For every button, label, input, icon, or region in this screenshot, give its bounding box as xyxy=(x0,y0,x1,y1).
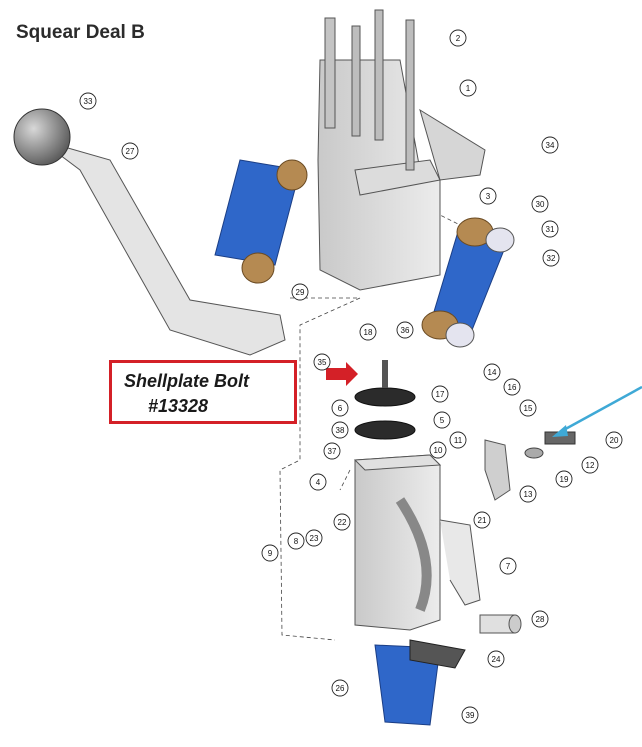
part-number-label: 10 xyxy=(434,446,443,455)
part-callout-circle xyxy=(449,431,467,449)
part-callout-circle xyxy=(261,544,279,562)
part-number-label: 21 xyxy=(478,516,487,525)
press-frame xyxy=(317,9,486,291)
part-number-label: 39 xyxy=(466,711,475,720)
part-number-label: 34 xyxy=(546,141,555,150)
part-callout-circle xyxy=(483,363,501,381)
part-number-label: 8 xyxy=(294,537,299,546)
bracket-7 xyxy=(439,519,481,606)
part-callout-circle xyxy=(519,399,537,417)
part-number-label: 15 xyxy=(524,404,533,413)
part-number-label: 17 xyxy=(436,390,445,399)
part-number-label: 19 xyxy=(560,475,569,484)
part-callout-circle xyxy=(431,385,449,403)
main-housing xyxy=(353,454,442,631)
assembly-guide-lines xyxy=(279,199,471,641)
part-callout-circle xyxy=(331,679,349,697)
part-number-label: 16 xyxy=(508,383,517,392)
part-callout-circle xyxy=(531,195,549,213)
part-callout-circle xyxy=(555,470,573,488)
ball-knob xyxy=(13,108,71,166)
red-callout-arrow xyxy=(326,362,358,386)
part-callout-circle xyxy=(503,378,521,396)
part-number-label: 35 xyxy=(318,358,327,367)
part-callout-circle xyxy=(531,610,549,628)
part-number-label: 18 xyxy=(364,328,373,337)
part-number-label: 22 xyxy=(338,518,347,527)
cylinder-28 xyxy=(479,614,522,634)
part-callout-circle xyxy=(541,136,559,154)
part-callout-circle xyxy=(581,456,599,474)
part-callout-circle xyxy=(121,142,139,160)
part-number-label: 32 xyxy=(547,254,556,263)
part-number-label: 1 xyxy=(466,84,471,93)
part-callout-circle xyxy=(605,431,623,449)
part-callout-circle xyxy=(331,399,349,417)
part-callout-circle xyxy=(79,92,97,110)
callout-title: Shellplate Bolt xyxy=(124,371,250,391)
part-number-label: 37 xyxy=(328,447,337,456)
part-number-label: 5 xyxy=(440,416,445,425)
part-number-label: 3 xyxy=(486,192,491,201)
part-callout-circle xyxy=(309,473,327,491)
part-number-label: 28 xyxy=(536,615,545,624)
part-number-label: 11 xyxy=(454,436,463,445)
part-callout-circle xyxy=(449,29,467,47)
part-callout-circle xyxy=(305,529,323,547)
part-number-label: 24 xyxy=(492,655,501,664)
part-number-label: 33 xyxy=(84,97,93,106)
shellplate-bolt-callout: Shellplate Bolt #13328 xyxy=(109,360,297,424)
part-callout-circle xyxy=(542,249,560,267)
part-number-label: 20 xyxy=(610,436,619,445)
left-link-blue xyxy=(214,159,308,284)
part-number-label: 38 xyxy=(336,426,345,435)
part-callout-circle xyxy=(313,353,331,371)
part-number-label: 6 xyxy=(338,404,343,413)
part-callout-circle xyxy=(459,79,477,97)
handle-lever xyxy=(13,108,286,356)
shellplate-bolt xyxy=(382,360,388,388)
part-callout-circle xyxy=(429,441,447,459)
part-number-label: 7 xyxy=(506,562,511,571)
part-callout-circle xyxy=(323,442,341,460)
part-number-label: 36 xyxy=(401,326,410,335)
part-number-label: 27 xyxy=(126,147,135,156)
part-callout-circle xyxy=(479,187,497,205)
part-callout-circle xyxy=(473,511,491,529)
shellplate-stack xyxy=(354,360,416,440)
part-callout-circle xyxy=(541,220,559,238)
diagram-title: Squear Deal B xyxy=(16,22,145,43)
part-number-label: 4 xyxy=(316,478,321,487)
part-callout-circle xyxy=(287,532,305,550)
part-callout-circle xyxy=(396,321,414,339)
part-callout-circle xyxy=(331,421,349,439)
callout-part-number: #13328 xyxy=(148,396,209,416)
blue-base-26 xyxy=(374,639,466,726)
part-number-label: 2 xyxy=(456,34,461,43)
part-callout-circle xyxy=(519,485,537,503)
part-callout-circle xyxy=(461,706,479,724)
part-number-label: 23 xyxy=(310,534,319,543)
part-callout-circle xyxy=(499,557,517,575)
part-callout-circle xyxy=(291,283,309,301)
cyan-pointer-arrow xyxy=(559,385,642,434)
part-number-label: 9 xyxy=(268,549,273,558)
right-side-parts xyxy=(484,431,576,501)
part-number-label: 13 xyxy=(524,490,533,499)
part-callout-circle xyxy=(359,323,377,341)
part-number-label: 31 xyxy=(546,225,555,234)
part-number-label: 12 xyxy=(586,461,595,470)
part-callouts: 1234567891011121314151617181920212223242… xyxy=(79,29,623,724)
part-number-label: 26 xyxy=(336,684,345,693)
part-callout-circle xyxy=(433,411,451,429)
part-number-label: 30 xyxy=(536,200,545,209)
part-callout-circle xyxy=(333,513,351,531)
part-number-label: 29 xyxy=(296,288,305,297)
part-number-label: 14 xyxy=(488,368,497,377)
right-link-blue xyxy=(421,217,515,348)
part-callout-circle xyxy=(487,650,505,668)
